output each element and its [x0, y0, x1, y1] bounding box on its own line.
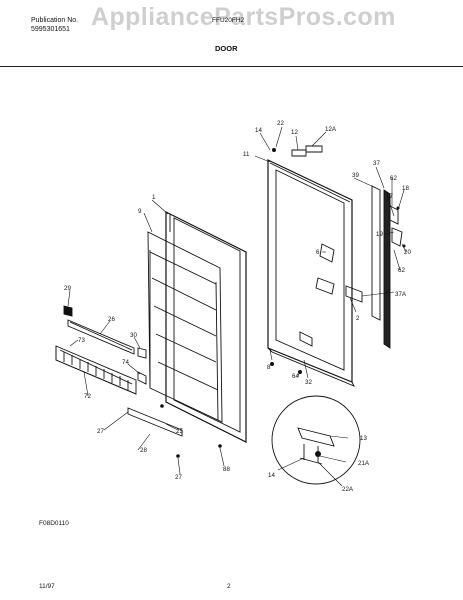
figure-code: F08D0110	[39, 520, 69, 527]
callout-21a: 21A	[358, 460, 370, 467]
callout-12: 12	[291, 129, 298, 136]
callout-18: 18	[402, 185, 409, 192]
callout-9: 9	[138, 208, 142, 215]
callout-39: 39	[352, 172, 359, 179]
callout-32: 32	[305, 379, 312, 386]
callout-25: 25	[176, 428, 183, 435]
door-outer-shell	[147, 211, 247, 443]
footer-date: 11/97	[39, 583, 55, 590]
header-rule	[0, 66, 463, 67]
callout-20: 20	[404, 249, 411, 256]
publication-label: Publication No.	[31, 17, 79, 24]
callout-74: 74	[122, 359, 129, 366]
callout-14b: 14	[268, 472, 275, 479]
callout-37: 37	[373, 160, 380, 167]
callout-28: 28	[140, 447, 147, 454]
callout-12a: 12A	[325, 126, 337, 133]
callout-22: 22	[277, 120, 284, 127]
callout-64: 64	[292, 373, 299, 380]
detail-circle	[271, 395, 361, 485]
door-shelf-bar	[67, 319, 135, 355]
publication-number: 5995301651	[31, 26, 70, 33]
callout-19: 19	[376, 231, 383, 238]
callout-73: 73	[78, 337, 85, 344]
callout-13: 13	[360, 435, 367, 442]
page-number: 2	[227, 583, 231, 590]
callout-2: 2	[356, 315, 360, 322]
callout-88: 88	[223, 466, 230, 473]
callout-72: 72	[84, 393, 91, 400]
callout-62b: 62	[398, 267, 405, 274]
door-liner-frame	[267, 145, 403, 387]
callout-27a: 27	[97, 428, 104, 435]
door-shelf	[55, 345, 137, 395]
callout-27b: 27	[175, 474, 182, 481]
callout-26: 26	[108, 316, 115, 323]
section-title: DOOR	[215, 44, 238, 53]
callout-37a: 37A	[395, 291, 407, 298]
callout-8: 8	[267, 364, 271, 371]
kick-plate	[127, 407, 183, 437]
callout-11: 11	[243, 151, 250, 158]
callout-14: 14	[255, 127, 262, 134]
model-number: FFU20FH2	[212, 17, 245, 24]
watermark: AppliancePartsPros.com	[91, 3, 396, 31]
callout-1: 1	[152, 194, 156, 201]
callout-62a: 62	[390, 175, 397, 182]
callout-6: 6	[316, 249, 320, 256]
callout-29: 29	[64, 285, 71, 292]
callout-17: 17	[386, 193, 393, 200]
callout-30: 30	[130, 332, 137, 339]
callout-22a: 22A	[342, 486, 354, 493]
